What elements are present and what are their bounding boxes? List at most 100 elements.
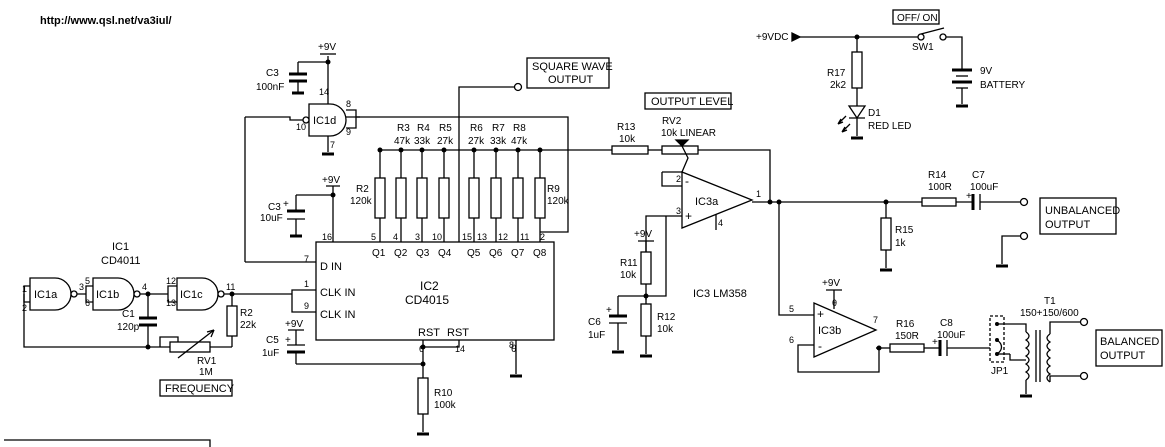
r8-value: 47k [511,136,528,147]
unbalanced-line1: UNBALANCED [1045,205,1120,217]
c3a-value: 100nF [256,82,284,93]
ic2-rst2: RST [447,327,469,339]
ic2-body [315,241,555,341]
v9dc-label: +9VDC [756,32,789,43]
r13-value: 10k [619,134,636,145]
c8-plus: + [932,337,938,348]
r6-value: 27k [468,136,485,147]
pin-ic2-3: 3 [415,232,420,242]
r12-name: R12 [657,312,676,323]
r2a-value: 120k [350,196,373,207]
pin-ic1b-6: 6 [85,298,90,308]
pin-ic1d-10: 10 [296,122,306,132]
r17-name: R17 [827,68,846,79]
ic3a-body [681,171,754,229]
battery-voltage: 9V [980,66,993,77]
c6-value: 1uF [588,330,605,341]
ic2-vdd: +9V [322,175,340,186]
pin-ic2-5: 5 [371,232,376,242]
c3a-name: C3 [266,68,279,79]
r2b-name: R2 [240,308,253,319]
r14-value: 100R [928,182,952,193]
pin-ic1b-4: 4 [142,282,147,292]
ic2-q4: Q4 [438,248,452,259]
ic2-q8: Q8 [533,248,547,259]
ic2-part: CD4015 [405,293,449,307]
c7-name: C7 [972,170,985,181]
t1-name: T1 [1044,296,1056,307]
r10-value: 100k [434,400,457,411]
c1-value: 120p [117,322,140,333]
t1-value: 150+150/600 [1020,308,1079,319]
r16-name: R16 [896,319,915,330]
r4-value: 33k [414,136,431,147]
ic3a-minus: - [685,174,689,188]
d1-value: RED LED [868,121,911,132]
r11-name: R11 [620,258,638,269]
square-wave-line2: OUTPUT [548,74,594,86]
r5-value: 27k [437,136,454,147]
r10-name: R10 [434,388,453,399]
ic2-q2: Q2 [394,248,408,259]
r11-value: 10k [620,270,637,281]
r6-name: R6 [470,123,483,134]
sw1-name: SW1 [912,42,934,53]
gate-ic1b-label: IC1b [96,289,119,301]
pin-ic2-12: 12 [498,232,508,242]
pin-ic2-10: 10 [432,232,442,242]
pin-ic3b-7: 7 [873,315,878,325]
c8-name: C8 [940,318,953,329]
ic1d-vdd: +9V [318,42,336,53]
gate-ic1d: IC1d [302,103,347,137]
pin-ic1c-13: 13 [166,298,176,308]
pin-ic2-13: 13 [477,232,487,242]
pin-ic1a-3: 3 [79,282,84,292]
ic3a-label: IC3a [695,196,719,208]
c5-value: 1uF [262,348,279,359]
c1-name: C1 [122,309,135,320]
battery-label: BATTERY [980,80,1026,91]
rv1-value: 1M [199,367,213,378]
ic3a-plus: + [685,209,692,223]
pin-ic2-7: 7 [304,254,309,264]
source-url: http://www.qsl.net/va3iul/ [40,15,172,27]
r8-name: R8 [513,123,526,134]
pin-ic2-15: 15 [462,232,472,242]
balanced-line2: OUTPUT [1100,350,1146,362]
c3b-plus: + [283,199,289,210]
r2b-value: 22k [240,320,257,331]
r14-name: R14 [928,170,947,181]
ic3b-plus: + [817,307,824,321]
ic3b-vdd: +9V [822,278,840,289]
ic2-rst1: RST [418,327,440,339]
pin-ic2-11: 11 [520,232,529,242]
pin-ic2-4: 4 [393,232,398,242]
frequency-label: FREQUENCY [165,383,235,395]
ic3b-minus: - [818,339,822,353]
c6-plus: + [606,305,612,316]
c5-name: C5 [266,335,279,346]
pin-ic3b-5: 5 [789,304,794,314]
pin-ic3a-1: 1 [756,189,761,199]
pin-ic1d-9: 9 [346,127,351,137]
r7-name: R7 [492,123,505,134]
ic3b-label: IC3b [818,325,841,337]
gate-ic1a-label: IC1a [34,289,58,301]
balanced-line1: BALANCED [1100,336,1159,348]
ic2-q3: Q3 [416,248,430,259]
pin-ic2-8: 8 [509,340,514,350]
gate-ic1c-label: IC1c [180,289,203,301]
r2a-name: R2 [356,184,369,195]
rv2-name: RV2 [662,116,682,127]
r9-name: R9 [547,184,560,195]
pin-ic1d-8: 8 [346,99,351,109]
gate-ic1d-label: IC1d [313,115,336,127]
ic1-part: CD4011 [101,255,141,267]
bias-vdd: +9V [634,229,652,240]
pin-ic2-16: 16 [322,232,332,242]
c7-plus: + [966,191,972,202]
c5-plus: + [285,335,291,346]
ic1-name: IC1 [112,241,129,253]
r3-name: R3 [397,123,410,134]
ic2-clk1: CLK IN [320,287,356,299]
